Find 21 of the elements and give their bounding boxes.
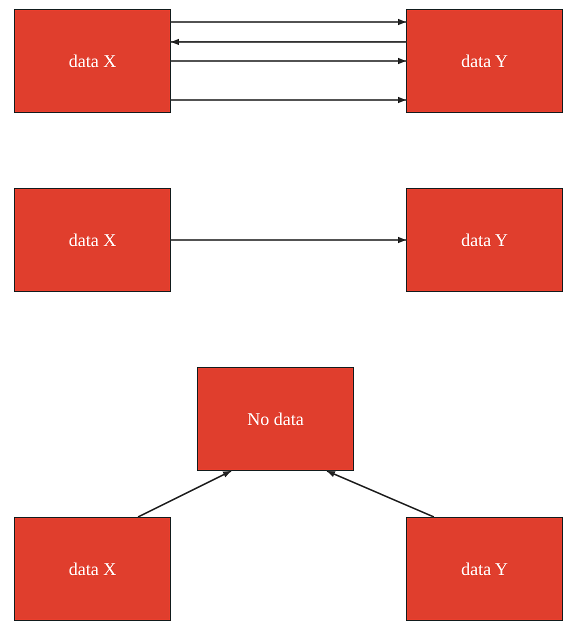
arrow (171, 18, 406, 26)
process-box (14, 517, 171, 621)
process-box (406, 9, 563, 113)
node-label: data X (68, 50, 116, 72)
process-box (14, 188, 171, 292)
arrow (138, 470, 232, 518)
arrow (171, 236, 406, 244)
node-label: No data (247, 408, 304, 430)
node-label: data Y (461, 50, 508, 72)
arrow (171, 58, 406, 64)
arrow (171, 96, 406, 104)
process-box (197, 367, 354, 471)
node-label: data X (68, 558, 116, 580)
node-label: data Y (461, 230, 508, 250)
arrow (326, 470, 434, 518)
node-label: data Y (461, 558, 508, 580)
process-box (406, 188, 563, 292)
arrow (171, 38, 406, 46)
process-box (406, 517, 563, 621)
node-label: data X (68, 230, 116, 250)
process-box (14, 9, 171, 113)
